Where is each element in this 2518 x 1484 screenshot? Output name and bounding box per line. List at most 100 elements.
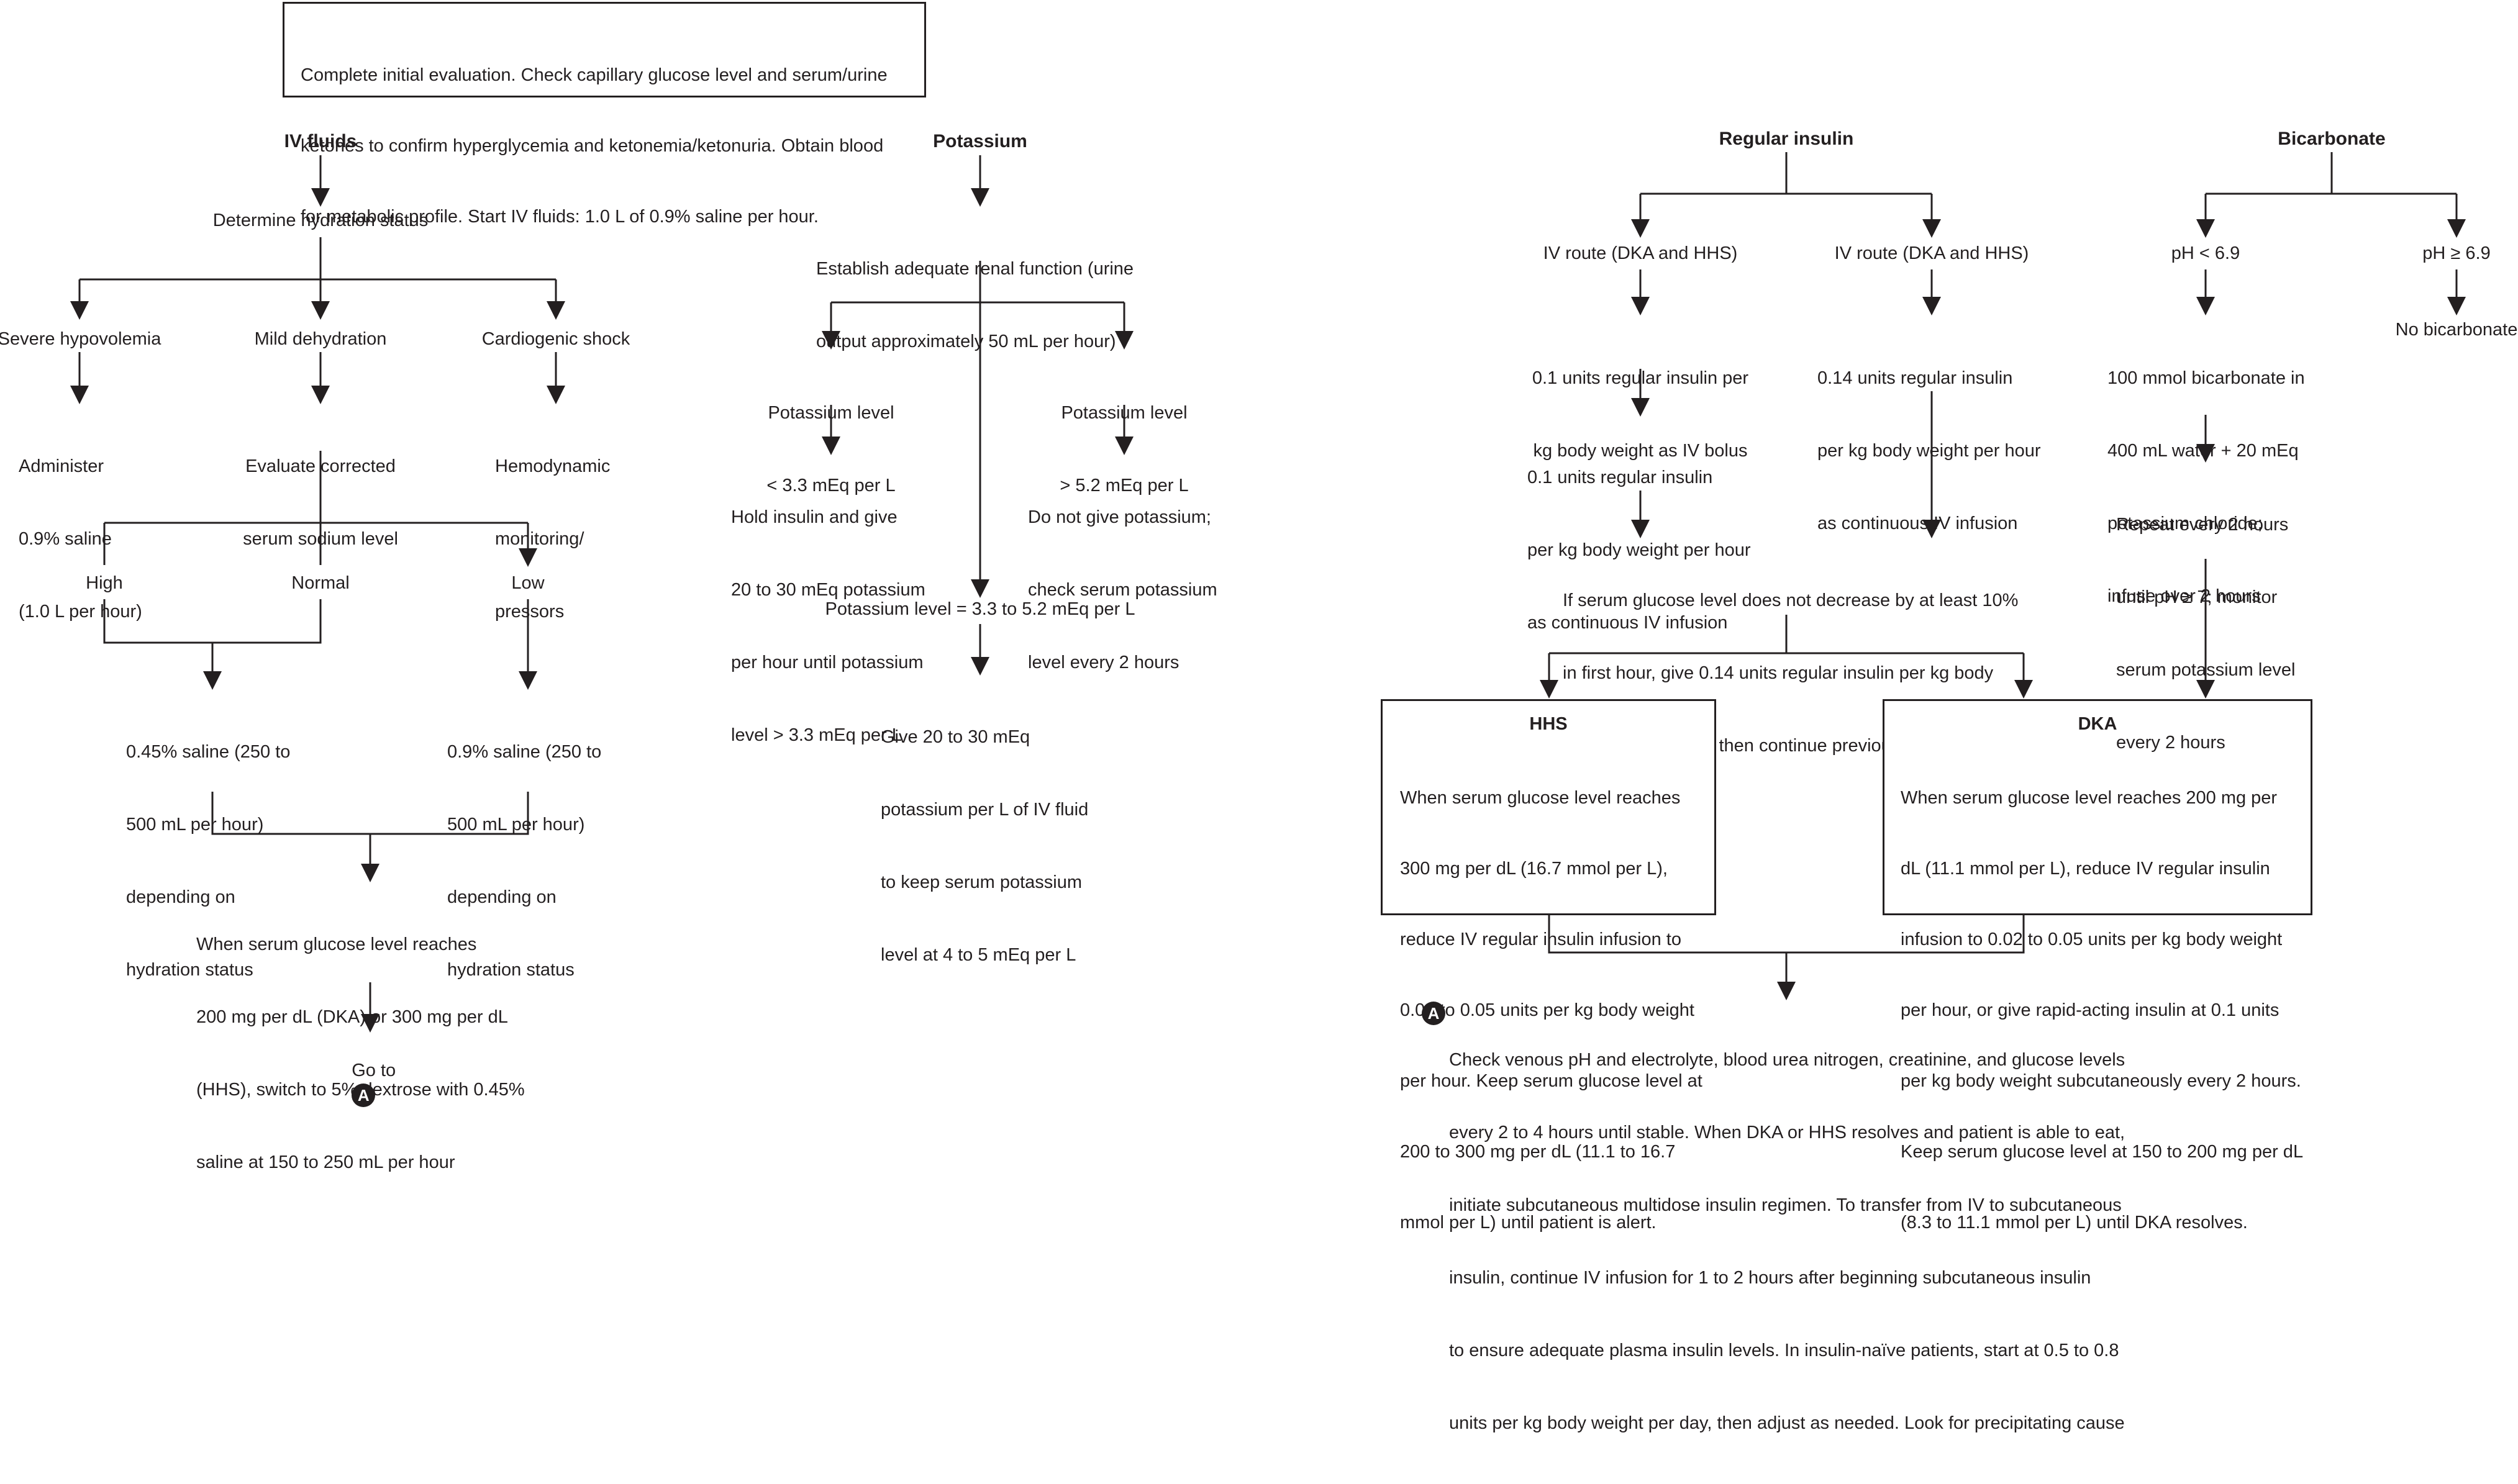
hydration-status-node: Determine hydration status: [212, 210, 429, 230]
normal-saline-node: 0.9% saline (250 to 500 mL per hour) dep…: [447, 692, 601, 1031]
hhs-line: When serum glucose level reaches: [1400, 788, 1681, 808]
dka-line: When serum glucose level reaches 200 mg …: [1901, 788, 2278, 808]
low-potassium-node: Potassium level < 3.3 mEq per L: [722, 353, 940, 546]
sodium-normal-node: Normal: [291, 573, 350, 593]
mid-potassium-action-line: Give 20 to 30 mEq: [881, 727, 1030, 747]
step-a-footer-badge-icon: A: [1422, 1002, 1445, 1025]
infusion-right-line: 0.14 units regular insulin: [1817, 368, 2013, 388]
low-potassium-line: Potassium level: [768, 403, 894, 423]
follow-up-line: Check venous pH and electrolyte, blood u…: [1449, 1050, 2125, 1070]
normal-saline-line: hydration status: [447, 960, 575, 980]
iv-fluids-heading: IV fluids: [284, 131, 357, 152]
normal-saline-line: depending on: [447, 887, 557, 907]
ph-low-node: pH < 6.9: [2171, 243, 2240, 263]
high-potassium-line: > 5.2 mEq per L: [1060, 476, 1189, 495]
cardiogenic-shock-node: Cardiogenic shock: [481, 329, 630, 349]
route-left-node: IV route (DKA and HHS): [1543, 243, 1738, 263]
bicarbonate-heading: Bicarbonate: [2278, 129, 2386, 149]
cardiogenic-action-line: monitoring/: [495, 529, 584, 549]
follow-up-line: units per kg body weight per day, then a…: [1449, 1413, 2125, 1433]
bicarbonate-give-line: infuse over 2 hours: [2107, 586, 2261, 606]
sodium-high-node: High: [86, 573, 123, 593]
high-potassium-node: Potassium level > 5.2 mEq per L: [1016, 353, 1233, 546]
follow-up-line: every 2 to 4 hours until stable. When DK…: [1449, 1123, 2125, 1142]
hhs-title: HHS: [1529, 714, 1568, 734]
follow-up-note: Check venous pH and electrolyte, blood u…: [1449, 1000, 2125, 1484]
severe-action-line: Administer: [19, 456, 104, 476]
bicarbonate-repeat-line: until pH ≥ 7; monitor: [2116, 587, 2278, 607]
high-potassium-action-node: Do not give potassium; check serum potas…: [1028, 457, 1217, 723]
bicarbonate-repeat-line: serum potassium level: [2116, 660, 2296, 680]
bolus-line: 0.1 units regular insulin per: [1532, 368, 1749, 388]
high-potassium-action-line: Do not give potassium;: [1028, 507, 1211, 527]
glucose-check-line: If serum glucose level does not decrease…: [1563, 590, 2019, 610]
goto-label: Go to: [352, 1061, 396, 1080]
half-saline-line: hydration status: [126, 960, 253, 980]
bicarbonate-repeat-line: Repeat every 2 hours: [2116, 515, 2289, 535]
infusion-left-line: 0.1 units regular insulin: [1527, 468, 1713, 487]
step-a-badge-icon: A: [352, 1084, 376, 1108]
dextrose-line: 200 mg per dL (DKA) or 300 mg per dL: [196, 1007, 508, 1027]
sodium-low-node: Low: [511, 573, 545, 593]
severe-hypovolemia-node: Severe hypovolemia: [0, 329, 161, 349]
follow-up-line: insulin, continue IV infusion for 1 to 2…: [1449, 1268, 2091, 1288]
severe-action-line: 0.9% saline: [19, 529, 112, 549]
no-bicarbonate-node: No bicarbonate: [2395, 320, 2518, 340]
initial-evaluation-line: for metabolic profile. Start IV fluids: …: [301, 207, 819, 227]
infusion-right-node: 0.14 units regular insulin per kg body w…: [1817, 318, 2041, 584]
initial-evaluation-line: Complete initial evaluation. Check capil…: [301, 65, 888, 85]
bicarbonate-give-line: potassium chloride;: [2107, 514, 2263, 533]
hhs-line: 300 mg per dL (16.7 mmol per L),: [1400, 859, 1668, 879]
infusion-right-line: as continuous IV infusion: [1817, 514, 2018, 533]
bicarbonate-give-node: 100 mmol bicarbonate in 400 mL water + 2…: [2107, 318, 2305, 657]
dextrose-line: When serum glucose level reaches: [196, 934, 477, 954]
hhs-line: 0.02 to 0.05 units per kg body weight: [1400, 1000, 1694, 1020]
half-saline-line: depending on: [126, 887, 235, 907]
bolus-line: kg body weight as IV bolus: [1533, 441, 1748, 461]
dka-line: infusion to 0.02 to 0.05 units per kg bo…: [1901, 930, 2283, 949]
mild-action-node: Evaluate corrected serum sodium level: [196, 406, 445, 600]
mid-potassium-action-line: level at 4 to 5 mEq per L: [881, 945, 1076, 965]
severe-action-line: (1.0 L per hour): [19, 602, 142, 622]
dka-title: DKA: [2078, 714, 2117, 734]
mid-potassium-action-line: potassium per L of IV fluid: [881, 800, 1089, 820]
bolus-node: 0.1 units regular insulin per kg body we…: [1507, 318, 1774, 512]
high-potassium-line: Potassium level: [1061, 403, 1188, 423]
dka-line: per kg body weight subcutaneously every …: [1901, 1071, 2301, 1091]
mild-action-line: Evaluate corrected: [245, 456, 396, 476]
follow-up-line: initiate subcutaneous multidose insulin …: [1449, 1195, 2122, 1215]
cardiogenic-action-line: Hemodynamic: [495, 456, 611, 476]
low-potassium-action-node: Hold insulin and give 20 to 30 mEq potas…: [731, 457, 925, 796]
hhs-line: per hour. Keep serum glucose level at: [1400, 1071, 1702, 1091]
renal-line: Establish adequate renal function (urine: [816, 259, 1134, 279]
bicarbonate-give-line: 400 mL water + 20 mEq: [2107, 441, 2299, 461]
half-saline-line: 0.45% saline (250 to: [126, 742, 291, 762]
mild-action-line: serum sodium level: [243, 529, 398, 549]
initial-evaluation-box: Complete initial evaluation. Check capil…: [283, 2, 926, 227]
dka-line: dL (11.1 mmol per L), reduce IV regular …: [1901, 859, 2270, 879]
half-saline-line: 500 mL per hour): [126, 815, 264, 835]
dka-box: DKA When serum glucose level reaches 200…: [1883, 699, 2312, 1233]
bicarbonate-repeat-node: Repeat every 2 hours until pH ≥ 7; monit…: [2116, 464, 2296, 803]
potassium-heading: Potassium: [933, 131, 1027, 152]
route-right-node: IV route (DKA and HHS): [1834, 243, 2029, 263]
dka-hhs-flowchart: Complete initial evaluation. Check capil…: [0, 2, 2518, 1433]
mild-dehydration-node: Mild dehydration: [254, 329, 387, 349]
renal-function-node: Establish adequate renal function (urine…: [816, 209, 1134, 402]
flowchart-connectors: [70, 152, 2466, 1033]
severe-action-node: Administer 0.9% saline (1.0 L per hour): [19, 406, 142, 672]
glucose-check-node: If serum glucose level does not decrease…: [1563, 540, 2018, 807]
glucose-check-line: in first hour, give 0.14 units regular i…: [1563, 663, 1994, 683]
ph-high-node: pH ≥ 6.9: [2422, 243, 2491, 263]
low-potassium-line: < 3.3 mEq per L: [766, 476, 896, 495]
initial-evaluation-line: ketones to confirm hyperglycemia and ket…: [301, 136, 884, 156]
low-potassium-action-line: 20 to 30 mEq potassium: [731, 580, 925, 600]
insulin-heading: Regular insulin: [1719, 129, 1854, 149]
normal-saline-line: 0.9% saline (250 to: [447, 742, 602, 762]
infusion-left-line: as continuous IV infusion: [1527, 613, 1728, 633]
high-potassium-action-line: level every 2 hours: [1028, 653, 1179, 672]
hhs-line: reduce IV regular insulin infusion to: [1400, 930, 1681, 949]
hhs-box: HHS When serum glucose level reaches 300…: [1381, 699, 1716, 1233]
low-potassium-action-line: level > 3.3 mEq per L: [731, 725, 902, 745]
dka-line: per hour, or give rapid-acting insulin a…: [1901, 1000, 2279, 1020]
